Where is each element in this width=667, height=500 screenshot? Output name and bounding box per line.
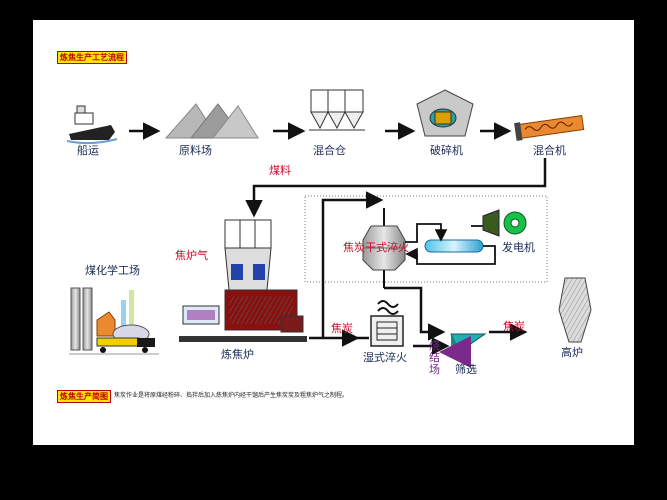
coke-oven-icon <box>179 219 307 342</box>
flow-label-coke-2: 焦炭 <box>503 320 525 333</box>
coal-feed-line <box>245 158 547 218</box>
chemical-plant-icon <box>69 287 159 355</box>
wet-quench-tower-icon <box>370 300 404 347</box>
stage-label-coke-oven: 炼焦炉 <box>221 348 254 361</box>
blast-furnace-icon <box>558 277 592 343</box>
flow-diagram-graphics <box>66 89 592 368</box>
flow-label-oven-gas: 焦炉气 <box>175 249 208 262</box>
stage-label-blast-furnace: 高炉 <box>561 346 583 359</box>
stage-label-chem-plant: 煤化学工场 <box>85 264 140 277</box>
diagram-title-tag: 炼焦生产工艺流程 <box>57 51 127 64</box>
raw-material-pile-icon <box>164 103 259 139</box>
legend-tag: 炼焦生产简图 <box>57 390 111 403</box>
stage-label-generator: 发电机 <box>502 241 535 254</box>
mixing-bin-icon <box>309 89 365 131</box>
stage-label-crusher: 破碎机 <box>430 144 463 157</box>
ship-icon <box>66 105 118 145</box>
heat-exchanger-icon <box>405 223 496 265</box>
stage-label-mixer: 混合机 <box>533 144 566 157</box>
stage-label-ship: 船运 <box>77 144 99 157</box>
stage-label-wet-quench: 湿式淬火 <box>363 351 407 364</box>
cdq-boundary-box <box>304 195 548 283</box>
cdq-tower-icon <box>362 208 406 288</box>
flow-label-coal: 煤料 <box>269 164 291 177</box>
stage-label-screen: 筛选 <box>455 363 477 376</box>
footnote-text: 焦炭作业是将原煤经粉碎、捣拌后加入炼焦炉内经干馏后产生焦炭炭及粗焦炉气之制程。 <box>114 392 349 399</box>
crusher-icon <box>416 89 474 137</box>
stage-label-mix-bin: 混合仓 <box>313 144 346 157</box>
stage-label-sinter: 烧结场 <box>429 339 440 376</box>
stage-label-raw-yard: 原料场 <box>179 144 212 157</box>
mixer-icon <box>514 115 585 141</box>
stage-label-cdq: 焦炭干式淬火 <box>343 241 409 254</box>
generator-icon <box>471 209 527 237</box>
diagram-slide: 炼焦生产工艺流程 船运 原料场 混合仓 破碎机 混合机 煤料 煤化学工场 焦炉气… <box>33 20 634 445</box>
screen-icon <box>439 323 528 368</box>
flow-label-coke-1: 焦炭 <box>331 322 353 335</box>
